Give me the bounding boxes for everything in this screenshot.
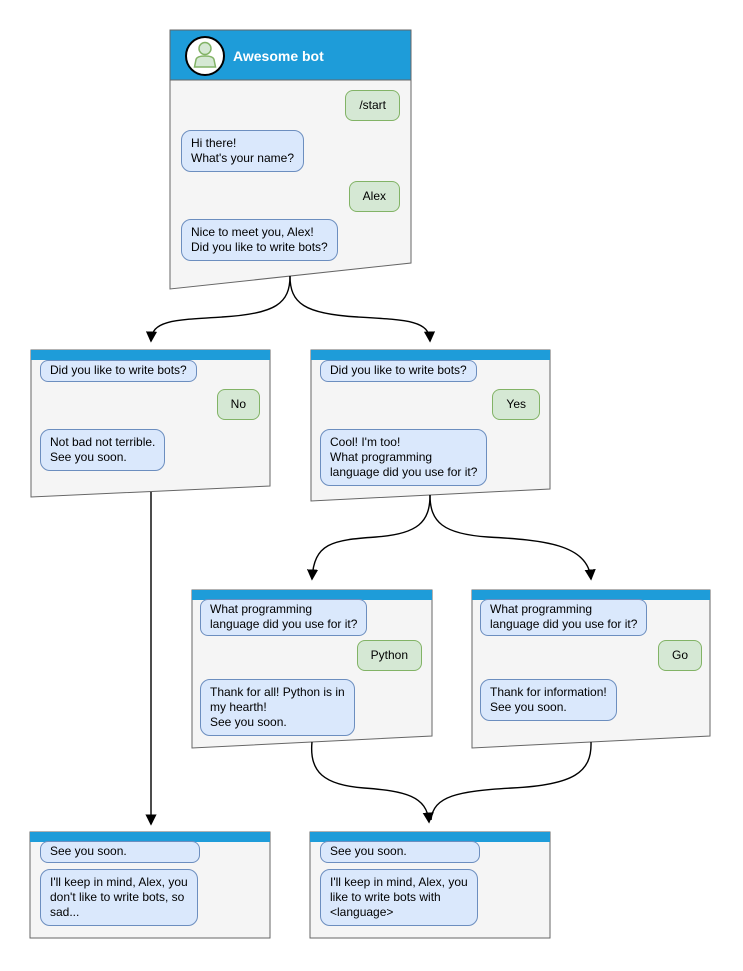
bot-message-bubble-yes-question: Did you like to write bots? — [320, 360, 477, 382]
chat-window-end-yes-bar — [310, 832, 550, 842]
chat-window-yes-branch-bar — [311, 350, 550, 360]
bot-message-bubble-greeting: Hi there! What's your name? — [181, 130, 305, 172]
bot-message-bubble-python-question: What programming language did you use fo… — [200, 599, 368, 636]
user-message-bubble-no: No — [216, 389, 260, 420]
bot-message-bubble-end-yes-soon: See you soon. — [320, 841, 480, 863]
arrow-yes-to-python — [306, 494, 431, 581]
avatar-body-icon — [193, 55, 217, 68]
bot-message-bubble-end-yes-response: I'll keep in mind, Alex, you like to wri… — [320, 869, 478, 926]
user-message-bubble-start: /start — [345, 90, 400, 121]
chat-window-no-branch-bar — [31, 350, 270, 360]
bot-message-bubble-yes-response: Cool! I'm too! What programming language… — [320, 429, 488, 486]
bot-message-bubble-go-question: What programming language did you use fo… — [480, 599, 648, 636]
bot-title: Awesome bot — [233, 48, 324, 64]
user-message-bubble-yes: Yes — [492, 389, 540, 420]
user-message-bubble-name: Alex — [348, 181, 400, 212]
bot-message-bubble-python-response: Thank for all! Python is in my hearth! S… — [200, 679, 355, 736]
arrow-go-to-end — [430, 741, 592, 821]
arrow-main-to-no — [145, 275, 291, 343]
bot-message-bubble-no-response: Not bad not terrible. See you soon. — [40, 429, 166, 471]
bot-message-bubble-no-question: Did you like to write bots? — [40, 360, 197, 382]
user-message-bubble-go: Go — [657, 640, 702, 671]
chat-window-end-no-bar — [30, 832, 270, 842]
bot-message-bubble-end-no-soon: See you soon. — [40, 841, 200, 863]
arrow-python-to-end — [310, 741, 434, 824]
bot-message-bubble-end-no-response: I'll keep in mind, Alex, you don't like … — [40, 869, 198, 926]
user-message-bubble-python: Python — [356, 640, 422, 671]
chat-window-go-branch-bar — [472, 590, 710, 600]
arrow-main-to-yes — [289, 275, 436, 343]
avatar-head-icon — [198, 41, 212, 56]
bot-message-bubble-question: Nice to meet you, Alex! Did you like to … — [181, 219, 338, 261]
arrow-yes-to-go — [429, 494, 596, 581]
chat-window-python-branch-bar — [192, 590, 432, 600]
bot-message-bubble-go-response: Thank for information! See you soon. — [480, 679, 617, 721]
